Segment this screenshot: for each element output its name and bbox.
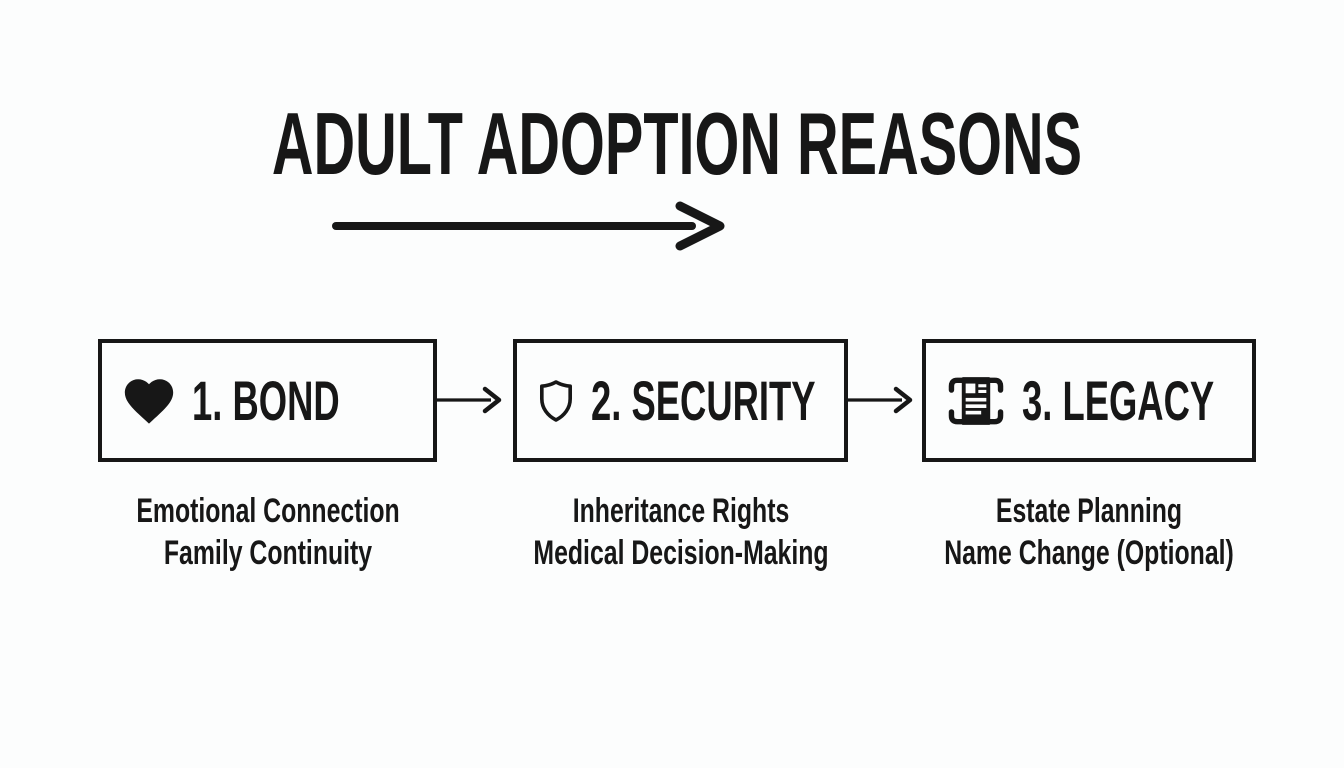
step-box-legacy: 3. LEGACY <box>922 339 1256 462</box>
step-box-security: 2. SECURITY <box>513 339 848 462</box>
step-label-legacy: 3. LEGACY <box>1022 369 1215 432</box>
detail-line: Medical Decision-Making <box>533 534 829 572</box>
scroll-icon <box>942 370 1010 432</box>
heart-icon <box>118 372 180 430</box>
detail-line: Emotional Connection <box>136 492 400 530</box>
step-label-security: 2. SECURITY <box>591 369 816 432</box>
step-details-security: Inheritance Rights Medical Decision-Maki… <box>533 490 828 574</box>
flow-arrow-icon <box>437 386 502 414</box>
step-label-bond: 1. BOND <box>192 369 340 432</box>
flow-arrow-icon <box>848 386 913 414</box>
page-title: ADULT ADOPTION REASONS <box>271 94 1083 193</box>
detail-line: Estate Planning <box>995 492 1183 530</box>
detail-line: Inheritance Rights <box>572 492 790 530</box>
step-details-legacy: Estate Planning Name Change (Optional) <box>944 490 1234 574</box>
shield-icon <box>533 373 579 429</box>
title-arrow-icon <box>332 201 725 251</box>
step-box-bond: 1. BOND <box>98 339 437 462</box>
step-details-bond: Emotional Connection Family Continuity <box>136 490 399 574</box>
detail-line: Name Change (Optional) <box>944 534 1234 572</box>
detail-line: Family Continuity <box>163 534 373 572</box>
